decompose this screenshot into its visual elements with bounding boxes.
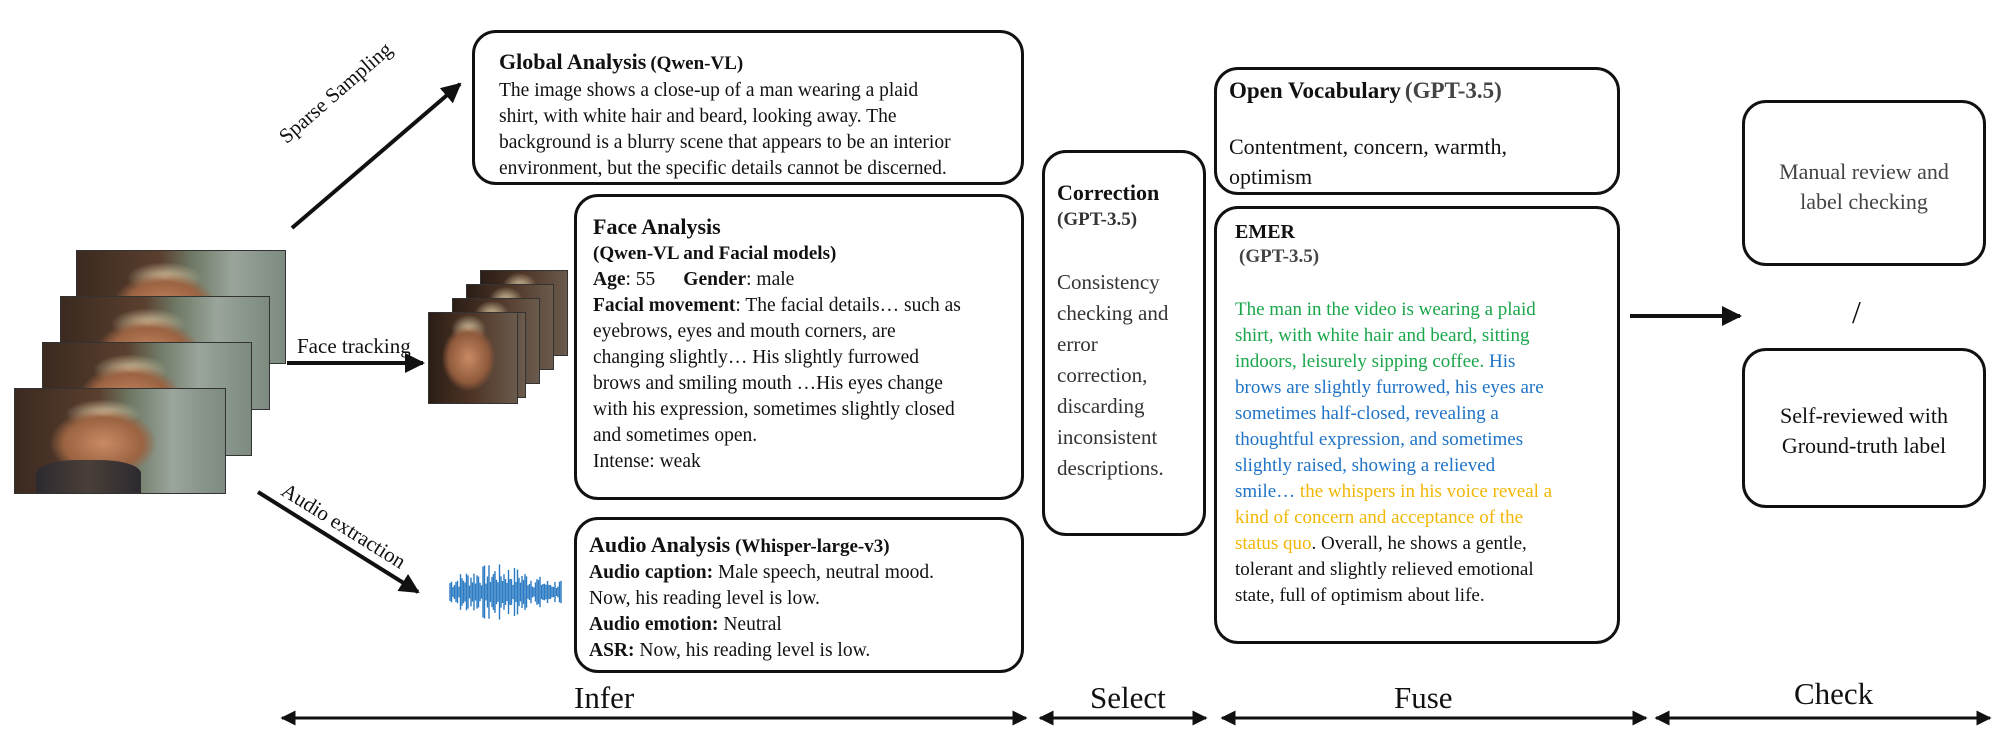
correction-model: (GPT-3.5) xyxy=(1057,209,1138,230)
global-analysis-model: (Qwen-VL) xyxy=(650,53,744,74)
stage-infer-label: Infer xyxy=(574,680,635,715)
manual-review-box: Manual review and label checking xyxy=(1742,100,1986,266)
stage-select-label: Select xyxy=(1090,680,1166,715)
emer-title: EMER xyxy=(1235,221,1295,243)
audio-extraction-arrow xyxy=(256,490,420,594)
correction-title: Correction xyxy=(1057,180,1160,205)
face-frame-5 xyxy=(428,312,518,404)
emer-box: EMER (GPT-3.5) The man in the video is w… xyxy=(1214,206,1620,644)
open-vocabulary-box: Open Vocabulary (GPT-3.5) Contentment, c… xyxy=(1214,67,1620,195)
face-analysis-model: (Qwen-VL and Facial models) xyxy=(593,243,837,264)
manual-review-text: Manual review and label checking xyxy=(1779,159,1949,214)
open-vocabulary-model: (GPT-3.5) xyxy=(1404,78,1502,103)
video-frame-4 xyxy=(14,388,226,494)
check-separator: / xyxy=(1852,294,1861,330)
audio-emotion-row: Audio emotion: Neutral xyxy=(589,614,782,635)
stage-check-label: Check xyxy=(1794,676,1874,711)
asr-row: ASR: Now, his reading level is low. xyxy=(589,640,871,661)
facial-movement-row: Facial movement: The facial details… suc… xyxy=(593,295,961,316)
intense-row: Intense: weak xyxy=(593,451,701,472)
global-analysis-box: Global Analysis (Qwen-VL) The image show… xyxy=(472,30,1024,185)
open-vocabulary-title: Open Vocabulary xyxy=(1229,78,1401,103)
open-vocabulary-text: Contentment, concern, warmth, optimism xyxy=(1229,134,1507,189)
audio-caption-row: Audio caption: Male speech, neutral mood… xyxy=(589,562,935,583)
audio-analysis-model: (Whisper-large-v3) xyxy=(735,536,890,557)
audio-analysis-box: Audio Analysis (Whisper-large-v3) Audio … xyxy=(574,517,1024,673)
face-analysis-box: Face Analysis (Qwen-VL and Facial models… xyxy=(574,194,1024,500)
global-analysis-text: The image shows a close-up of a man wear… xyxy=(499,80,951,179)
face-tracking-label: Face tracking xyxy=(297,334,411,358)
global-analysis-title: Global Analysis xyxy=(499,49,647,74)
self-review-text: Self-reviewed with Ground-truth label xyxy=(1780,403,1948,458)
stage-fuse-label: Fuse xyxy=(1394,680,1453,715)
audio-analysis-title: Audio Analysis xyxy=(589,532,731,557)
face-analysis-title: Face Analysis xyxy=(593,214,721,239)
emer-model: (GPT-3.5) xyxy=(1239,246,1320,267)
correction-box: Correction (GPT-3.5) Consistency checkin… xyxy=(1042,150,1206,536)
sparse-sampling-arrow xyxy=(290,82,462,230)
audio-waveform xyxy=(449,564,562,620)
correction-text: Consistency checking and error correctio… xyxy=(1057,270,1169,480)
self-review-box: Self-reviewed with Ground-truth label xyxy=(1742,348,1986,508)
emer-description: The man in the video is wearing a plaid … xyxy=(1235,299,1553,606)
